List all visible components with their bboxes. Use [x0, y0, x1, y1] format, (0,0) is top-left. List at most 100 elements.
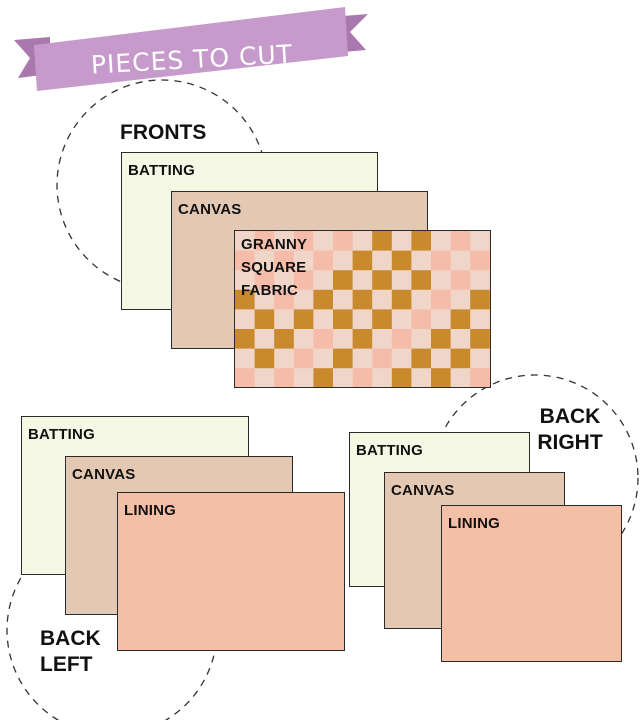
fabric-square	[274, 368, 295, 387]
fabric-square	[411, 270, 432, 291]
fabric-square	[333, 289, 354, 310]
fabric-square	[411, 289, 432, 310]
fabric-square	[352, 250, 373, 271]
fabric-square	[254, 270, 275, 291]
fabric-square	[470, 250, 490, 271]
fabric-square	[235, 329, 256, 350]
fabric-square	[372, 289, 393, 310]
back-right-lining-piece: LINING	[441, 505, 622, 662]
fronts-batting-label: BATTING	[128, 162, 195, 179]
fabric-square	[293, 348, 314, 369]
back-right-lining-label: LINING	[448, 515, 501, 532]
fabric-square	[391, 348, 412, 369]
back-right-canvas-label: CANVAS	[391, 482, 455, 499]
fabric-square	[411, 231, 432, 252]
fronts-title: FRONTS	[120, 121, 207, 144]
fabric-square	[470, 289, 490, 310]
fabric-square	[450, 250, 471, 271]
fabric-square	[293, 368, 314, 387]
fabric-square	[450, 289, 471, 310]
fabric-square	[411, 250, 432, 271]
back-left-lining-label: LINING	[124, 502, 177, 519]
fabric-square	[313, 289, 334, 310]
back-left-canvas-label: CANVAS	[72, 466, 136, 483]
fabric-square	[352, 289, 373, 310]
fabric-square	[235, 289, 256, 310]
fabric-square	[274, 329, 295, 350]
fabric-square	[372, 270, 393, 291]
fabric-square	[254, 250, 275, 271]
fabric-square	[274, 270, 295, 291]
fabric-square	[450, 348, 471, 369]
fabric-square	[352, 309, 373, 330]
fabric-square	[333, 368, 354, 387]
fabric-square	[431, 329, 452, 350]
fabric-square	[470, 348, 490, 369]
fabric-square	[333, 348, 354, 369]
fabric-square	[274, 309, 295, 330]
fabric-square	[274, 231, 295, 252]
fabric-square	[254, 368, 275, 387]
fabric-square	[372, 309, 393, 330]
fabric-square	[391, 329, 412, 350]
fabric-square	[254, 289, 275, 310]
fabric-square	[313, 250, 334, 271]
fabric-square	[352, 348, 373, 369]
fabric-square	[391, 250, 412, 271]
granny-square-pattern	[235, 231, 490, 387]
fabric-square	[313, 329, 334, 350]
back-left-title: BACK LEFT	[40, 627, 101, 676]
fabric-square	[391, 309, 412, 330]
fabric-square	[235, 250, 256, 271]
fabric-square	[372, 250, 393, 271]
fabric-square	[489, 270, 490, 291]
fronts-fabric-label: GRANNY SQUARE FABRIC	[241, 236, 308, 299]
fabric-square	[254, 329, 275, 350]
fabric-square	[235, 368, 256, 387]
fabric-square	[274, 348, 295, 369]
fabric-square	[450, 309, 471, 330]
fabric-square	[411, 368, 432, 387]
fabric-square	[431, 270, 452, 291]
fabric-square	[391, 231, 412, 252]
fabric-square	[274, 289, 295, 310]
fabric-square	[293, 270, 314, 291]
fabric-square	[333, 329, 354, 350]
fabric-square	[431, 368, 452, 387]
back-right-title: BACK RIGHT	[537, 405, 603, 454]
back-left-batting-label: BATTING	[28, 426, 95, 443]
fabric-square	[235, 348, 256, 369]
fabric-square	[391, 270, 412, 291]
fabric-square	[352, 368, 373, 387]
fabric-square	[489, 368, 490, 387]
fabric-square	[254, 348, 275, 369]
fabric-square	[352, 270, 373, 291]
fabric-square	[352, 231, 373, 252]
fabric-square	[489, 329, 490, 350]
fabric-square	[293, 250, 314, 271]
fabric-square	[313, 348, 334, 369]
fabric-square	[313, 309, 334, 330]
fabric-square	[235, 270, 256, 291]
fabric-square	[411, 348, 432, 369]
fabric-square	[333, 231, 354, 252]
fabric-square	[470, 270, 490, 291]
fabric-square	[313, 270, 334, 291]
fabric-square	[372, 348, 393, 369]
back-left-lining-piece: LINING	[117, 492, 345, 651]
fabric-square	[372, 368, 393, 387]
fabric-square	[489, 309, 490, 330]
fabric-square	[293, 309, 314, 330]
fabric-square	[489, 289, 490, 310]
fabric-square	[489, 348, 490, 369]
fabric-square	[411, 309, 432, 330]
fabric-square	[489, 250, 490, 271]
fabric-square	[391, 368, 412, 387]
fabric-square	[313, 231, 334, 252]
fabric-square	[450, 368, 471, 387]
fabric-square	[293, 231, 314, 252]
fabric-square	[235, 231, 256, 252]
fabric-square	[431, 309, 452, 330]
fabric-square	[431, 250, 452, 271]
